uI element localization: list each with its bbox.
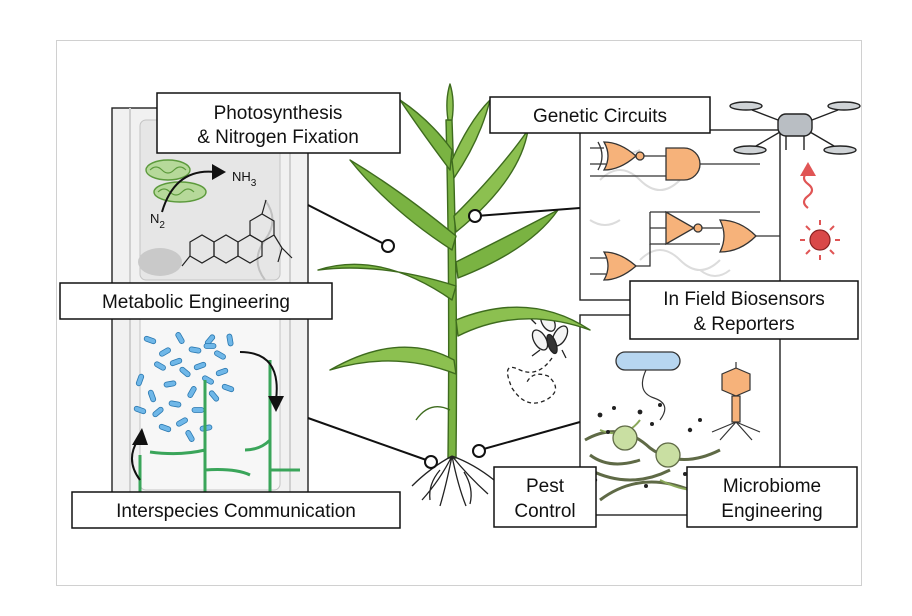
bacterium-cell (152, 406, 164, 418)
label-photosynthesis: Photosynthesis & Nitrogen Fixation (156, 92, 401, 154)
n2-label: N2 (150, 211, 165, 231)
bacterium-cell (158, 423, 172, 433)
svg-text:& Reporters: & Reporters (693, 314, 794, 335)
bacterium-cell (226, 333, 234, 347)
communication-arrows (131, 351, 284, 481)
svg-text:& Nitrogen Fixation: & Nitrogen Fixation (197, 127, 359, 148)
red-light-icon (800, 220, 840, 260)
fly-path (506, 357, 557, 404)
signal-wave (800, 162, 816, 209)
svg-text:Metabolic Engineering: Metabolic Engineering (102, 292, 290, 313)
bacterium-cell (221, 383, 235, 393)
metabolite-molecule-icon (181, 199, 293, 267)
bacterium-cell (203, 343, 217, 349)
corn-plant-icon (317, 83, 591, 459)
bacterium-cell (154, 361, 166, 371)
phage-icon (711, 362, 761, 441)
root-hairs (138, 360, 300, 500)
svg-text:In Field Biosensors: In Field Biosensors (663, 289, 825, 310)
connector-lines (307, 204, 581, 469)
bacterium-cell (179, 366, 191, 378)
label-interspecies-communication: Interspecies Communication (71, 491, 401, 529)
bacterium-cell (214, 350, 226, 360)
bacterium-cell (135, 373, 145, 387)
bacterium-cell (163, 380, 177, 388)
nitrogen-arrow (161, 164, 226, 213)
bacterium-cell (159, 347, 171, 357)
bacterium-icon (615, 351, 681, 421)
logic-gate-icon (590, 141, 780, 281)
svg-text:Control: Control (514, 501, 575, 522)
label-metabolic-engineering: Metabolic Engineering (59, 282, 333, 320)
corn-roots (411, 455, 495, 507)
bacterium-cell (143, 335, 157, 345)
svg-text:Microbiome: Microbiome (723, 476, 821, 497)
svg-text:Genetic Circuits: Genetic Circuits (533, 106, 667, 127)
bacterium-cell (193, 361, 207, 371)
bacterium-cell (185, 430, 195, 442)
bacterium-cell (168, 400, 182, 408)
bacterium-cell (187, 386, 197, 398)
label-biosensors: In Field Biosensors & Reporters (629, 280, 859, 340)
bacterium-cell (133, 405, 147, 415)
label-genetic-circuits: Genetic Circuits (489, 96, 711, 134)
svg-text:Photosynthesis: Photosynthesis (214, 103, 343, 124)
nh3-label: NH3 (232, 169, 257, 189)
plant-cell-panel (111, 107, 309, 501)
bacterium-cell (202, 375, 214, 385)
svg-text:Engineering: Engineering (721, 501, 822, 522)
label-microbiome-engineering: Microbiome Engineering (686, 466, 858, 528)
bacteria-cluster (133, 332, 235, 442)
bacterium-cell (215, 367, 229, 377)
bacterium-cell (191, 407, 205, 413)
bacterium-cell (176, 417, 188, 427)
bacterium-cell (169, 357, 183, 367)
bacterium-cell (188, 346, 202, 354)
svg-text:Interspecies Communication: Interspecies Communication (116, 501, 356, 522)
drone-icon (729, 101, 861, 155)
bacterium-cell (147, 389, 157, 403)
bacterium-cell (208, 390, 220, 402)
bacterium-cell (175, 332, 185, 344)
svg-text:Pest: Pest (526, 476, 565, 497)
label-pest-control: Pest Control (493, 466, 597, 528)
